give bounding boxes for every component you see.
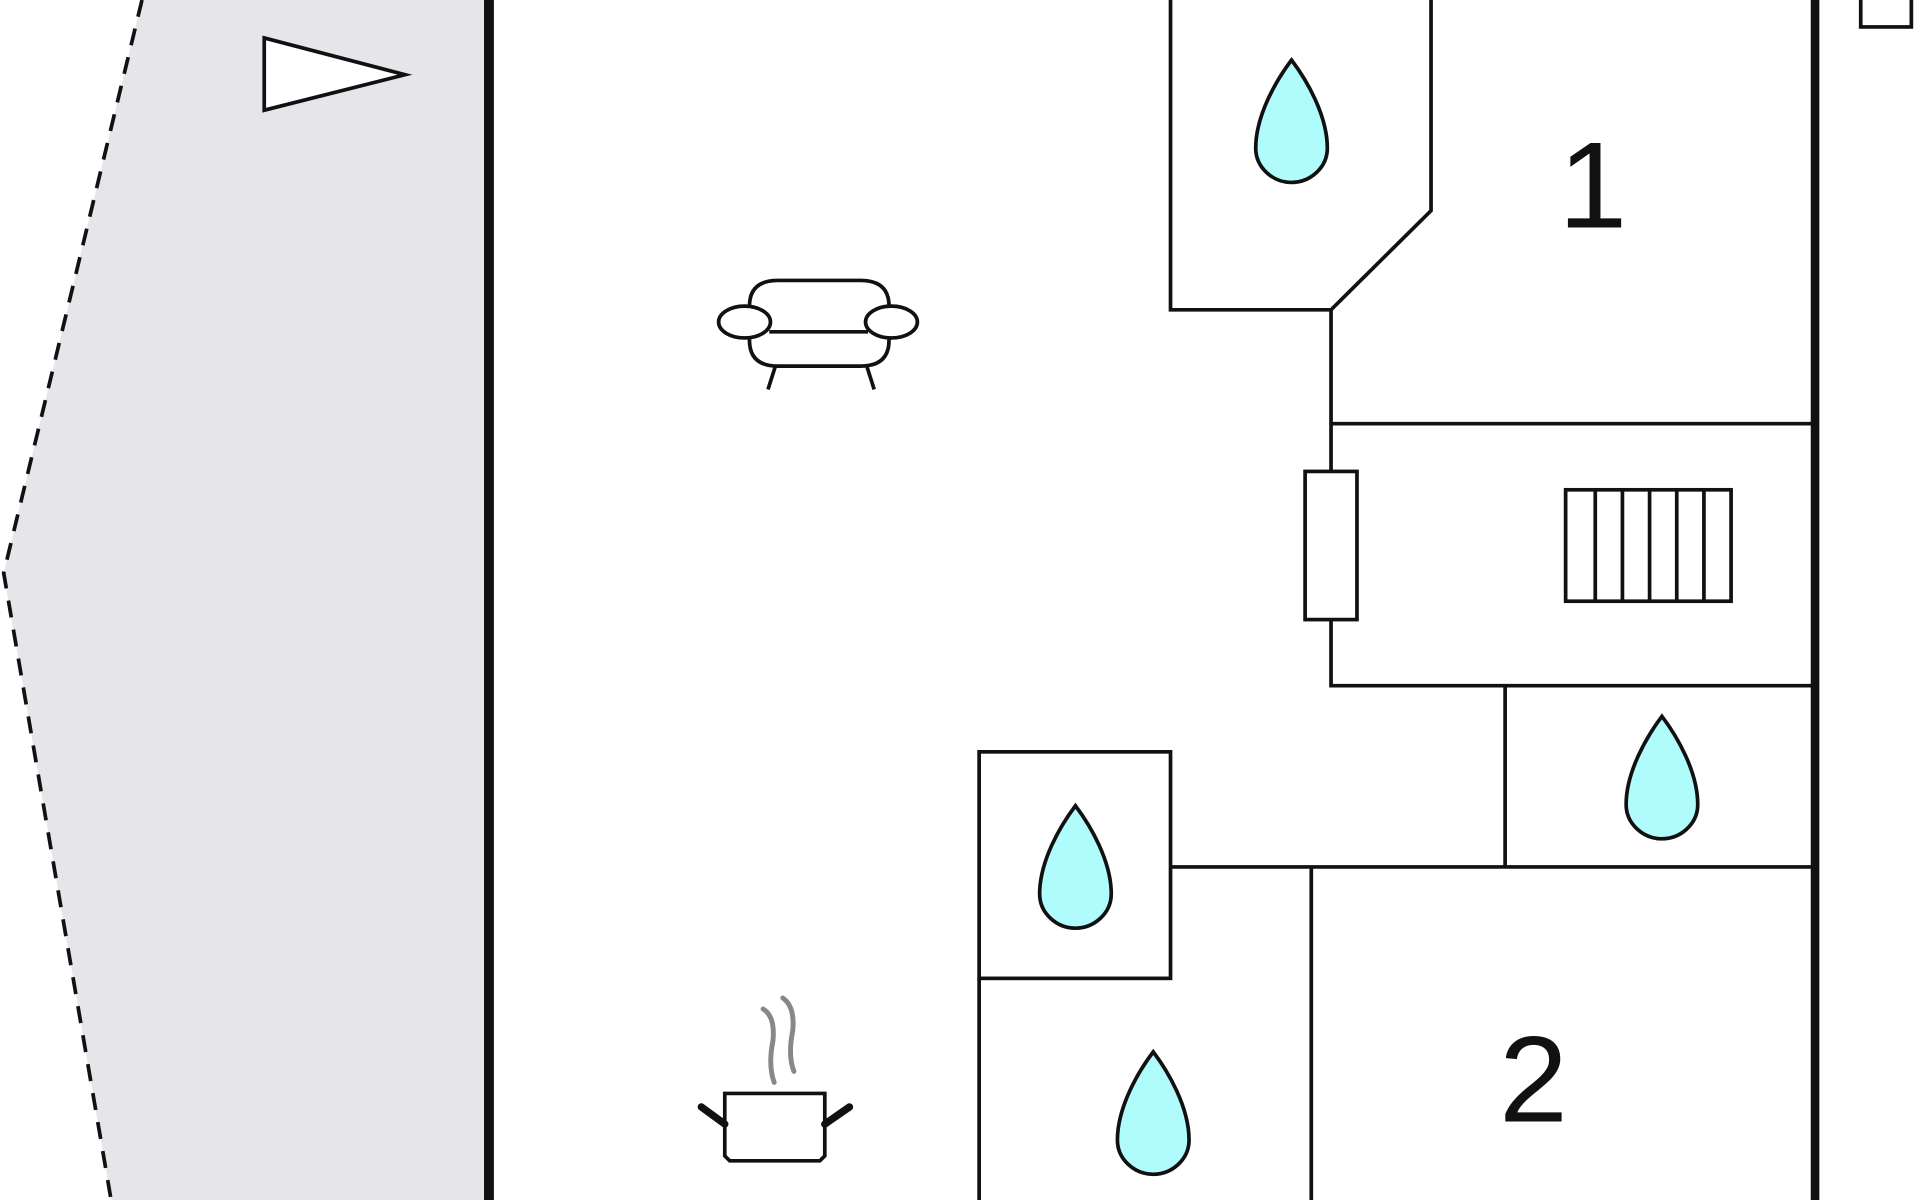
room-label-1: 1 — [1558, 118, 1627, 254]
sofa-icon — [716, 278, 920, 390]
cooking-pot-icon — [697, 995, 854, 1163]
water-drop-icon — [1037, 802, 1114, 931]
compass-arrow-icon — [262, 35, 413, 113]
room-label-2: 2 — [1499, 1012, 1568, 1148]
water-drop-icon — [1253, 56, 1330, 185]
property-boundary — [1, 0, 144, 1200]
outside-area — [3, 0, 486, 1200]
water-drop-icon — [1624, 713, 1700, 841]
water-drop-icon — [1115, 1048, 1191, 1177]
radiator-icon — [1563, 487, 1733, 604]
door-frame — [1303, 469, 1359, 622]
wall — [1329, 619, 1816, 688]
bathroom-small — [977, 750, 1173, 981]
window-marker — [1858, 0, 1914, 29]
